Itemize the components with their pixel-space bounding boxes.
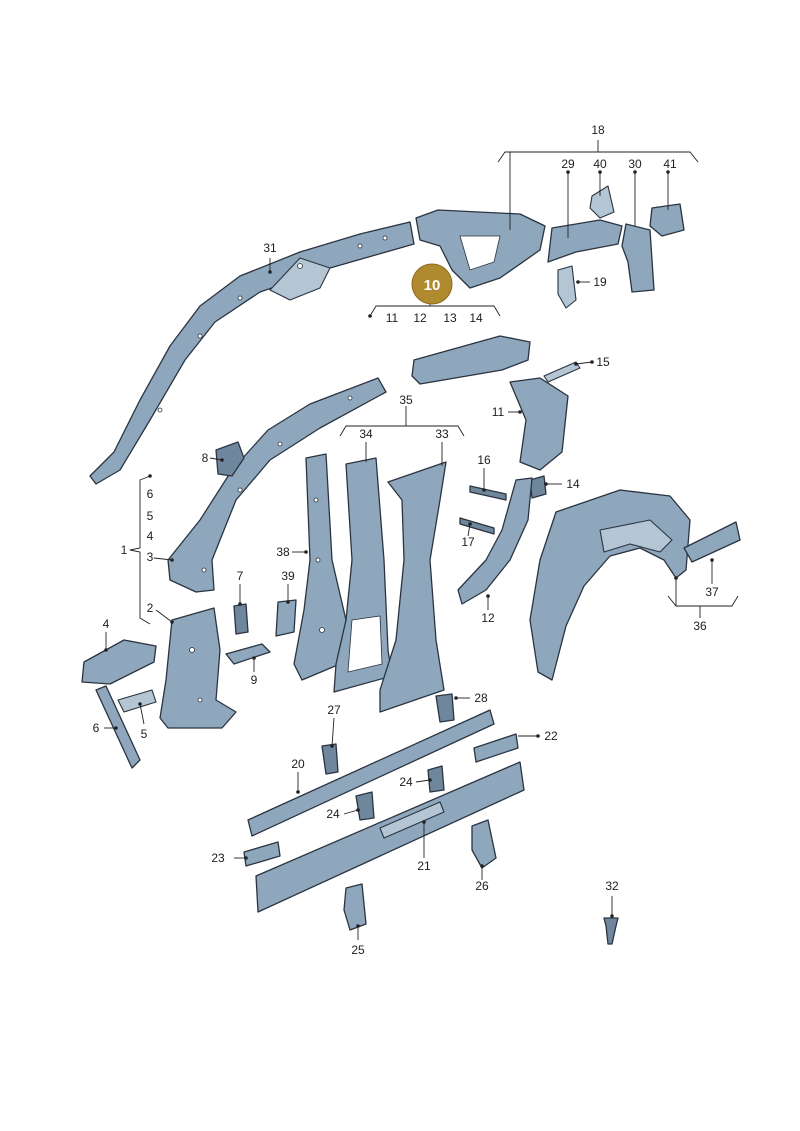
label-9: 9 — [251, 673, 258, 687]
label-4: 4 — [103, 617, 110, 631]
label-11-top: 11 — [386, 311, 399, 325]
svg-text:10: 10 — [424, 277, 441, 294]
label-34: 34 — [359, 427, 373, 441]
part-31-roof-frame — [89, 221, 415, 485]
label-14: 14 — [566, 477, 580, 491]
part-31-roof-frame-flange — [269, 257, 331, 301]
part-34-cutout — [347, 615, 383, 673]
label-8: 8 — [202, 451, 209, 465]
label-28: 28 — [474, 691, 488, 705]
part-11 — [509, 377, 569, 471]
label-7: 7 — [237, 569, 244, 583]
part-33-b-pillar-outer — [379, 461, 447, 713]
part-24-bracket-b — [427, 765, 445, 793]
label-36: 36 — [693, 619, 707, 633]
part-3-a-pillar — [167, 377, 387, 593]
label-31: 31 — [263, 241, 277, 255]
label-12: 12 — [481, 611, 495, 625]
label-12-top: 12 — [413, 311, 427, 325]
part-9 — [225, 643, 271, 665]
label-20: 20 — [291, 757, 305, 771]
part-2-lower-a-pillar — [159, 607, 237, 729]
label-37: 37 — [705, 585, 719, 599]
label-38: 38 — [276, 545, 290, 559]
label-32: 32 — [605, 879, 619, 893]
label-1: 1 — [121, 543, 128, 557]
label-35: 35 — [399, 393, 413, 407]
part-21-sill-slots — [379, 801, 445, 839]
part-7 — [233, 603, 249, 635]
part-28 — [435, 693, 455, 723]
part-23 — [243, 841, 281, 867]
part-30 — [621, 223, 655, 293]
part-40 — [589, 185, 615, 219]
part-22 — [473, 733, 519, 763]
label-5: 5 — [141, 727, 148, 741]
part-4 — [81, 639, 157, 685]
label-26: 26 — [475, 879, 489, 893]
part-16-stud — [469, 485, 507, 501]
label-25: 25 — [351, 943, 365, 957]
label-11: 11 — [492, 405, 505, 419]
part-17-stud — [459, 517, 495, 535]
label-24-left: 24 — [326, 807, 340, 821]
part-12-c-pillar — [457, 477, 533, 605]
label-13: 13 — [443, 311, 457, 325]
label-19: 19 — [593, 275, 607, 289]
part-24-bracket-a — [355, 791, 375, 821]
part-27 — [321, 743, 339, 775]
label-22: 22 — [544, 729, 558, 743]
part-26 — [471, 819, 497, 869]
label-2: 2 — [147, 601, 154, 615]
part-32-screw — [603, 917, 619, 945]
part-29 — [547, 219, 623, 263]
part-6 — [95, 685, 141, 769]
leader-dots — [104, 170, 714, 928]
part-14 — [529, 475, 547, 499]
part-25 — [343, 883, 367, 931]
label-39: 39 — [281, 569, 295, 583]
part-37 — [683, 521, 741, 563]
label-41: 41 — [663, 157, 677, 171]
leader-lines — [104, 140, 739, 940]
label-17: 17 — [461, 535, 475, 549]
label-21: 21 — [417, 859, 431, 873]
part-8 — [215, 441, 245, 477]
label-15: 15 — [596, 355, 610, 369]
part-13-rail — [411, 335, 531, 385]
part-21-sill-outer — [255, 761, 525, 913]
part-20-sill-inner — [247, 709, 495, 837]
label-23: 23 — [211, 851, 225, 865]
label-18: 18 — [591, 123, 605, 137]
part-15 — [543, 361, 581, 383]
part-38-b-pillar-inner — [293, 453, 347, 681]
label-29: 29 — [561, 157, 575, 171]
label-27: 27 — [327, 703, 341, 717]
part-39 — [275, 599, 297, 637]
label-14-top: 14 — [469, 311, 483, 325]
label-5-group: 5 — [147, 509, 154, 523]
label-6: 6 — [93, 721, 100, 735]
label-6-group: 6 — [147, 487, 154, 501]
label-24-right: 24 — [399, 775, 413, 789]
label-40: 40 — [593, 157, 607, 171]
label-3: 3 — [147, 550, 154, 564]
part-36-wheel-arch-inner — [599, 519, 673, 553]
callout-badge-10: 10 — [411, 263, 453, 305]
part-19 — [557, 265, 577, 309]
part-18-rear-panel-cutout — [459, 235, 501, 271]
part-36-wheel-arch — [529, 489, 691, 681]
part-41 — [649, 203, 685, 237]
part-number-labels: 18 29 40 30 41 31 19 11 12 13 14 15 35 1… — [93, 123, 719, 957]
label-30: 30 — [628, 157, 642, 171]
label-33: 33 — [435, 427, 449, 441]
label-16: 16 — [477, 453, 491, 467]
label-4-group: 4 — [147, 529, 154, 543]
part-5 — [117, 689, 157, 713]
